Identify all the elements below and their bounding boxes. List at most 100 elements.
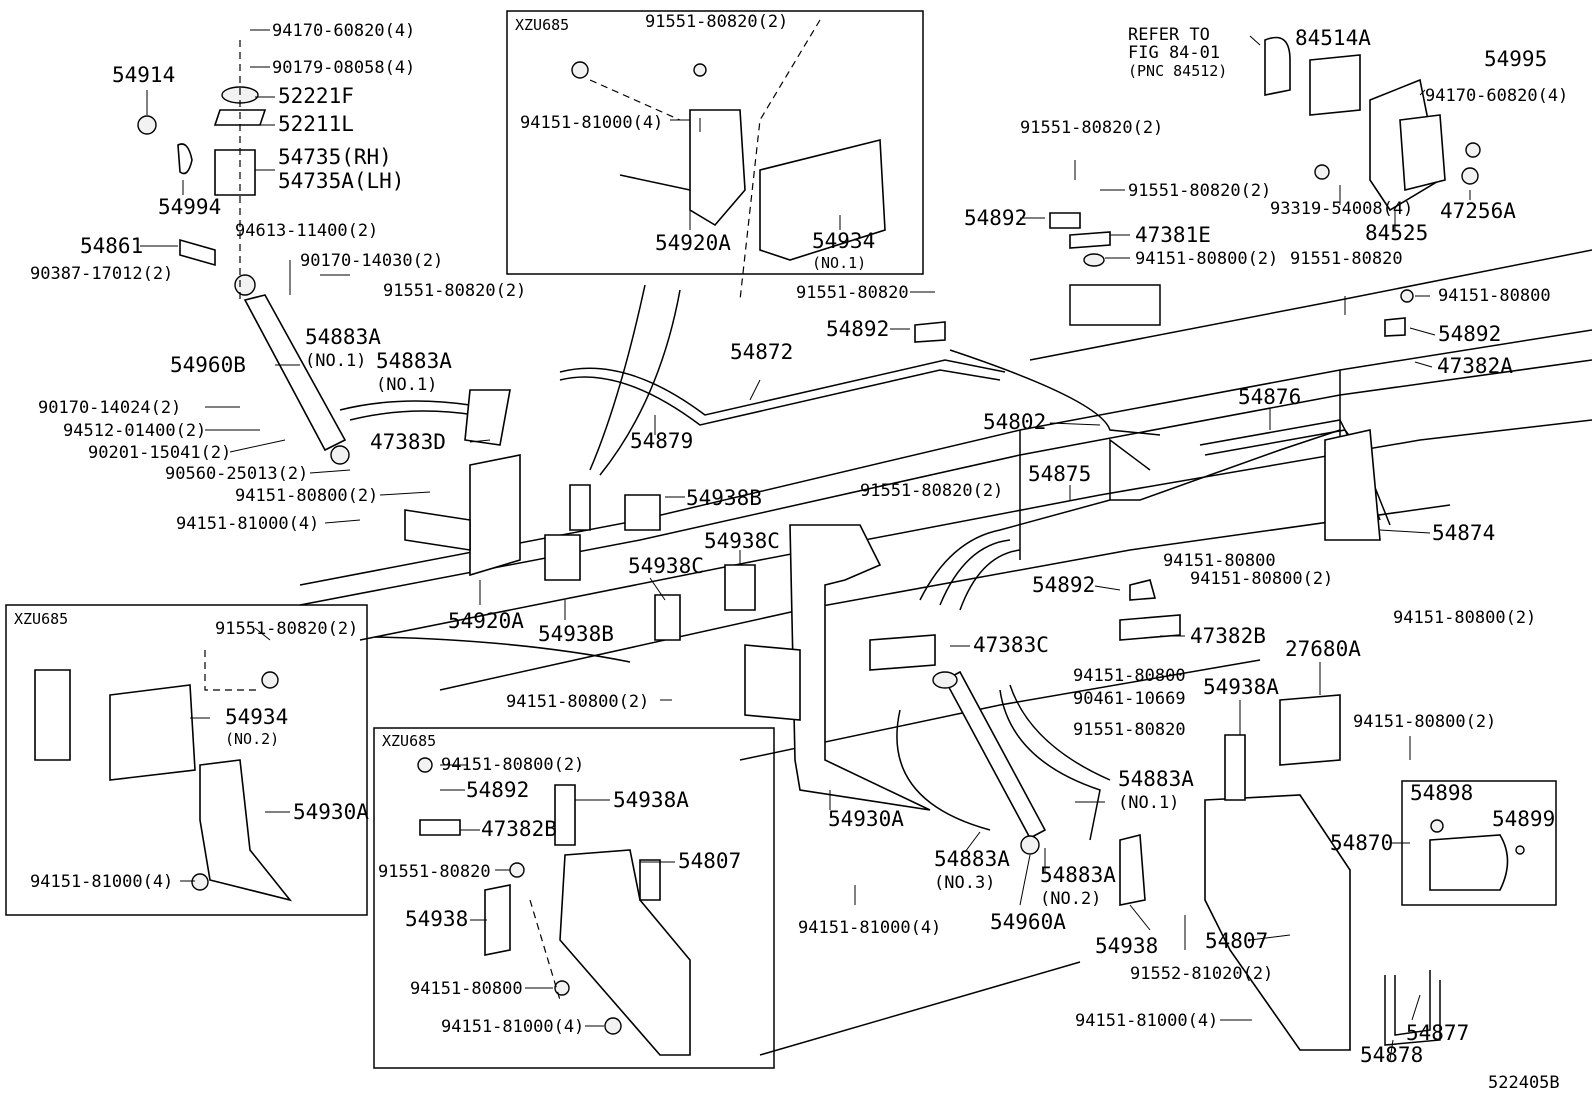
- label-94151-80800-d: 94151-80800: [1073, 666, 1186, 686]
- label-54876: 54876: [1238, 385, 1301, 409]
- label-91551-80820-c: 91551-80820: [1290, 249, 1403, 269]
- label-94151-81000-4-c: 94151-81000(4): [1075, 1011, 1218, 1031]
- label-54870: 54870: [1330, 831, 1393, 855]
- label-54735-rh: 54735(RH): [278, 145, 392, 169]
- label-93319-54008-4: 93319-54008(4): [1270, 199, 1413, 219]
- refer-line2: FIG 84-01: [1128, 43, 1220, 63]
- lift-cylinder-54960B: [179, 238, 350, 465]
- transfer-arrows: [374, 284, 1081, 1056]
- refer-line1: REFER TO: [1128, 25, 1210, 45]
- inset-left-tag: XZU685: [14, 610, 68, 628]
- label-54938b-lower: 54938B: [538, 622, 614, 646]
- label-54807-right: 54807: [1205, 929, 1268, 953]
- label-91551-80820-a: 91551-80820: [796, 283, 909, 303]
- support-bracket-54930A: [744, 524, 936, 811]
- label-27680a: 27680A: [1285, 637, 1361, 661]
- label-54883a-left-b-no1: (NO.1): [376, 375, 437, 395]
- label-47383c: 47383C: [973, 633, 1049, 657]
- label-54938-inset: 54938: [405, 907, 468, 931]
- label-54883a-right-no1: 54883A: [1118, 767, 1194, 791]
- label-94512-01400-2: 94512-01400(2): [63, 421, 206, 441]
- label-54934-inset-top-no1: (NO.1): [812, 254, 866, 272]
- label-54883a-left-b: 54883A: [376, 349, 452, 373]
- inset-bottom: XZU685: [373, 727, 775, 1069]
- label-91551-80820-b: 91551-80820: [1073, 720, 1186, 740]
- label-47256a: 47256A: [1440, 199, 1516, 223]
- pipe-54877: [1384, 970, 1441, 1046]
- bracket-top-left: [137, 40, 267, 300]
- label-94151-80800-2-c: 94151-80800(2): [1135, 249, 1278, 269]
- label-54938b-upper: 54938B: [686, 486, 762, 510]
- label-91551-80820-2-a: 91551-80820(2): [383, 281, 526, 301]
- leader-lines: [140, 29, 1471, 1061]
- label-91551-80820-2-left: 91551-80820(2): [215, 619, 358, 639]
- label-90461-10669: 90461-10669: [1073, 689, 1186, 709]
- label-54892-inset: 54892: [466, 778, 529, 802]
- label-84514a: 84514A: [1295, 26, 1371, 50]
- label-90201-15041-2: 90201-15041(2): [88, 443, 231, 463]
- part-labels: 94170-60820(4) 90179-08058(4) 52221F 522…: [30, 12, 1568, 1093]
- label-47383d: 47383D: [370, 430, 446, 454]
- label-54938a-main: 54938A: [1203, 675, 1279, 699]
- label-94151-81000-4-a: 94151-81000(4): [176, 514, 319, 534]
- inset-top-tag: XZU685: [515, 16, 569, 34]
- label-94170-60820-4: 94170-60820(4): [272, 21, 415, 41]
- label-54898: 54898: [1410, 781, 1473, 805]
- label-54874: 54874: [1432, 521, 1495, 545]
- label-54883a-left-a: 54883A: [305, 325, 381, 349]
- label-54878: 54878: [1360, 1043, 1423, 1067]
- label-54938c-a: 54938C: [628, 554, 704, 578]
- label-47381e: 47381E: [1135, 223, 1211, 247]
- label-54892-a: 54892: [964, 206, 1027, 230]
- label-90170-14024-2: 90170-14024(2): [38, 398, 181, 418]
- lift-cylinder-54960A: [932, 670, 1047, 855]
- label-54930a-main: 54930A: [828, 807, 904, 831]
- label-94170-60820-4-b: 94170-60820(4): [1425, 86, 1568, 106]
- label-54883a-no3: 54883A: [934, 847, 1010, 871]
- label-94151-81000-4-inset-b: 94151-81000(4): [441, 1017, 584, 1037]
- label-91552-81020-2: 91552-81020(2): [1130, 964, 1273, 984]
- label-54883a-no3-tag: (NO.3): [934, 873, 995, 893]
- label-94613-11400-2: 94613-11400(2): [235, 221, 378, 241]
- label-90560-25013-2: 90560-25013(2): [165, 464, 308, 484]
- label-54938c-b: 54938C: [704, 529, 780, 553]
- rh-brackets: [1119, 429, 1381, 1051]
- diagram-id: 522405B: [1488, 1073, 1560, 1093]
- label-54934-inset-top: 54934: [812, 229, 875, 253]
- label-54883a-right-no1-tag: (NO.1): [1118, 793, 1179, 813]
- label-91551-80820-2-d: 91551-80820(2): [860, 481, 1003, 501]
- label-54960b: 54960B: [170, 353, 246, 377]
- label-94151-80800-2-f: 94151-80800(2): [1353, 712, 1496, 732]
- label-47382b-inset: 47382B: [481, 817, 557, 841]
- top-right-parts: [914, 36, 1481, 343]
- chassis-frame: [299, 249, 1592, 761]
- label-90179-08058-4: 90179-08058(4): [272, 58, 415, 78]
- inset-bottom-tag: XZU685: [382, 732, 436, 750]
- label-54994: 54994: [158, 195, 221, 219]
- label-94151-80800-e: 94151-80800: [1438, 286, 1551, 306]
- inset-left: XZU685: [5, 604, 368, 916]
- label-54930a-left: 54930A: [293, 800, 369, 824]
- label-47382a: 47382A: [1437, 354, 1513, 378]
- label-94151-80800-2-a: 94151-80800(2): [235, 486, 378, 506]
- brackets-center: [404, 389, 756, 641]
- label-54914: 54914: [112, 63, 175, 87]
- label-90387-17012-2: 90387-17012(2): [30, 264, 173, 284]
- label-54807-inset: 54807: [678, 849, 741, 873]
- label-54861: 54861: [80, 234, 143, 258]
- label-54934-left: 54934: [225, 705, 288, 729]
- label-54938-right: 54938: [1095, 934, 1158, 958]
- label-54735a-lh: 54735A(LH): [278, 169, 404, 193]
- label-54892-d: 54892: [1438, 322, 1501, 346]
- label-54883a-no2-tag: (NO.2): [1040, 889, 1101, 909]
- label-54875: 54875: [1028, 462, 1091, 486]
- label-94151-80800-inset: 94151-80800: [410, 979, 523, 999]
- label-54934-left-no2: (NO.2): [225, 730, 279, 748]
- label-54920a-main: 54920A: [448, 609, 524, 633]
- label-94151-80800-2-inset: 94151-80800(2): [441, 755, 584, 775]
- label-94151-80800-2-d: 94151-80800(2): [1190, 569, 1333, 589]
- label-91551-80820-2-inset: 91551-80820(2): [645, 12, 788, 32]
- label-54960a: 54960A: [990, 910, 1066, 934]
- label-94151-80800-2-b: 94151-80800(2): [506, 692, 649, 712]
